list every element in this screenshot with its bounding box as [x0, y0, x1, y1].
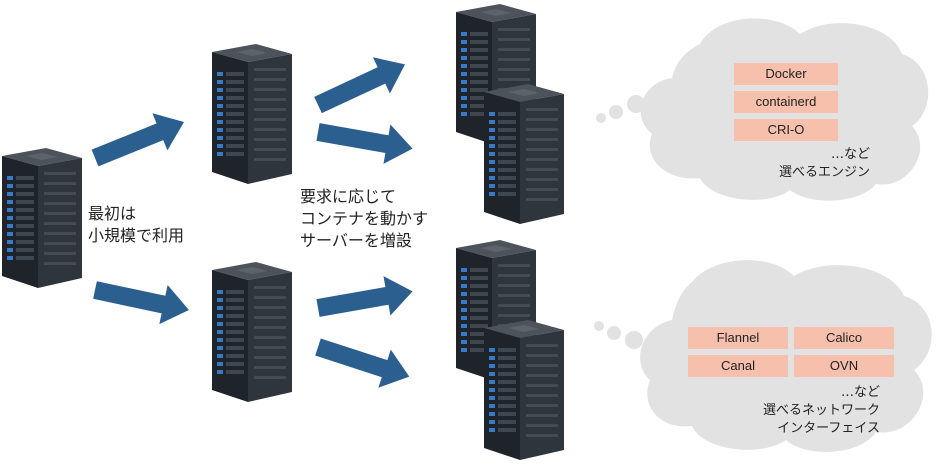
scale-label-line3: サーバーを増設 [300, 231, 412, 250]
server-tier3-bottom-front [484, 320, 564, 460]
network-note-line2: 選べるネットワーク [762, 403, 880, 418]
network-box-flannel: Flannel [688, 327, 788, 349]
engine-note: …など 選べるエンジン [779, 146, 870, 182]
network-box-canal: Canal [688, 355, 788, 377]
arrow-top-to-front [314, 112, 417, 169]
server-tier2-top [212, 44, 292, 184]
engine-box-crio: CRI-O [734, 119, 838, 141]
arrow-initial-to-bottom [90, 270, 194, 330]
server-tier3-top-front [484, 84, 564, 224]
scale-label: 要求に応じて コンテナを動かす サーバーを増設 [300, 186, 428, 252]
arrow-bottom-to-back [314, 271, 417, 328]
scale-label-line1: 要求に応じて [300, 187, 397, 206]
engine-box-docker: Docker [734, 63, 838, 85]
start-label-line1: 最初は [88, 204, 137, 223]
network-box-ovn: OVN [794, 355, 894, 377]
server-initial [2, 148, 82, 288]
scale-label-line2: コンテナを動かす [300, 209, 429, 228]
engine-note-line2: 選べるエンジン [778, 165, 870, 180]
network-note-line3: インターフェイス [777, 421, 880, 436]
arrow-bottom-to-front [311, 327, 416, 396]
start-label-line2: 小規模で利用 [88, 226, 185, 245]
start-label: 最初は 小規模で利用 [88, 203, 184, 247]
network-box-calico: Calico [794, 327, 894, 349]
arrow-top-to-back [309, 46, 414, 124]
engine-note-line1: …など [830, 147, 870, 162]
engine-box-containerd: containerd [734, 91, 838, 113]
server-tier2-bottom [212, 262, 292, 402]
arrow-initial-to-top [87, 103, 192, 177]
network-note: …など 選べるネットワーク インターフェイス [763, 384, 880, 438]
network-note-line1: …など [840, 385, 880, 400]
